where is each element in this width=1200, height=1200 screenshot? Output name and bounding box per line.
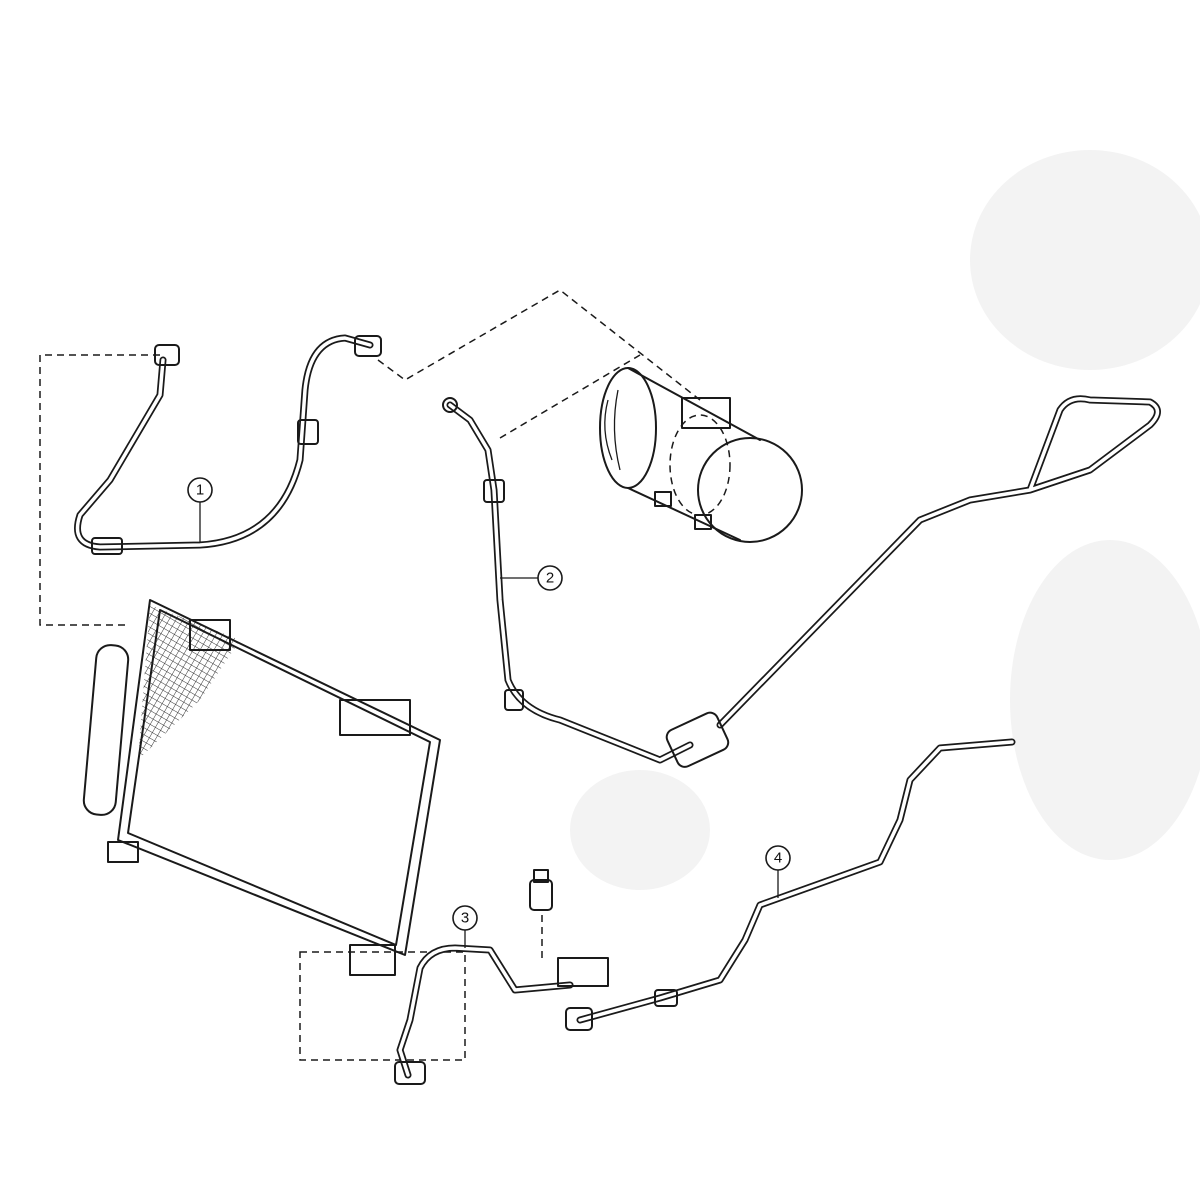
- pressure-switch: [529, 869, 553, 911]
- callout-3: 3: [452, 905, 478, 948]
- callout-2: 2: [500, 565, 563, 591]
- dashed-guides: [39, 289, 701, 1061]
- callout-label: 3: [461, 910, 469, 927]
- hose-2: [442, 395, 1161, 768]
- tube-4: [565, 738, 1016, 1031]
- condenser: [82, 599, 441, 976]
- hose-1: [74, 334, 382, 555]
- callout-label: 4: [774, 850, 782, 867]
- callout-label: 2: [546, 570, 554, 587]
- callout-4: 4: [765, 845, 791, 898]
- background-smudges: [570, 150, 1200, 890]
- compressor: [599, 367, 803, 543]
- callout-label: 1: [196, 482, 204, 499]
- callout-1: 1: [187, 477, 213, 542]
- tube-3: [394, 944, 609, 1085]
